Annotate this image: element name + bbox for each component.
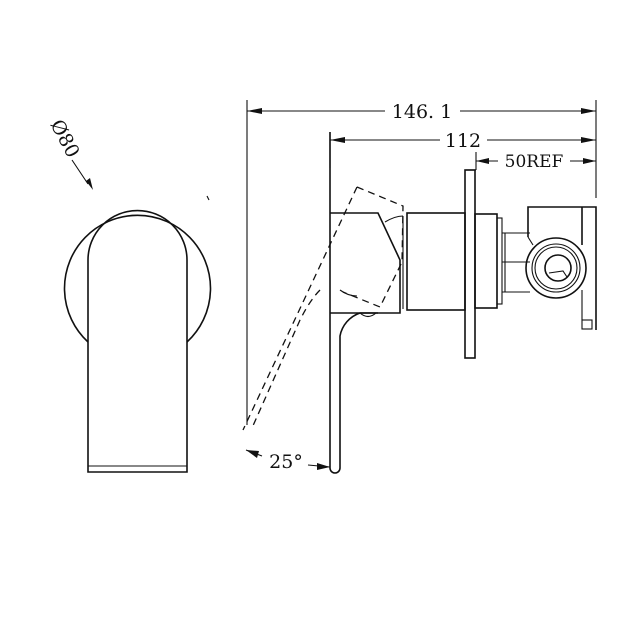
rough-in-body [527,206,597,330]
rough-in-foot [581,319,593,330]
lever-rotated-position [242,186,404,431]
front-view: Ø80 [46,116,212,473]
cover-plate-outline [63,214,212,343]
back-nut-ring [496,217,503,305]
port-outer-ring [525,237,587,299]
dimension-projection-label: 112 [445,130,481,152]
dimension-reference-label: 50REF [505,152,564,172]
dimension-overall: 146. 1 [247,101,596,123]
side-view: 146. 1 112 50REF [242,100,597,474]
port-bore [544,254,572,282]
rough-in-detail [527,236,534,246]
hub-screw [359,312,377,318]
diameter-leader [71,159,93,190]
lever-side-outline [329,132,378,474]
back-nut [474,213,498,309]
valve-stem [502,232,530,293]
wall-plate [464,169,476,359]
plate-tick [206,195,210,201]
lever-front-outline [87,209,188,473]
body-cylinder [406,212,466,311]
dimension-projection: 112 [330,130,596,152]
port-bore-notch [548,270,568,278]
dimension-overall-label: 146. 1 [392,101,452,123]
lever-slot [339,289,358,297]
rotated-lever-line-inner [251,289,321,429]
lever-hub [330,212,401,314]
port-inner-ring [534,246,578,290]
diameter-label-group: Ø80 [46,116,84,161]
dimension-angle: 25° [245,449,331,473]
rotated-hub-outline [342,186,404,308]
diameter-label: Ø80 [46,116,84,161]
port-middle-ring [531,243,581,293]
lever-hub-arc [384,215,404,223]
rotated-lever-line-outer [242,186,358,431]
dimension-angle-label: 25° [269,451,303,473]
dimension-reference: 50REF [476,152,596,172]
